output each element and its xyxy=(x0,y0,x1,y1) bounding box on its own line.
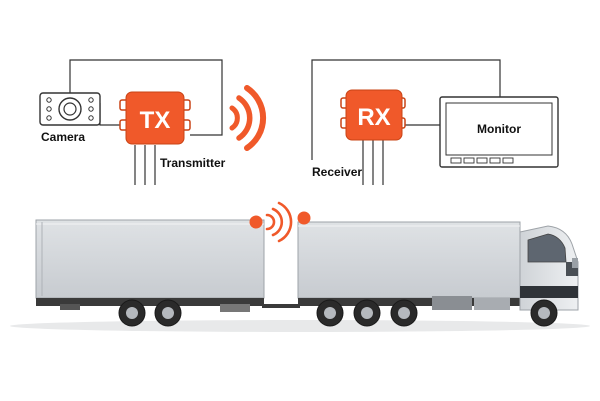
camera-icon xyxy=(39,92,101,126)
monitor-label: Monitor xyxy=(477,122,521,136)
wireless-signal-icon xyxy=(265,201,293,243)
transmitter-box: TX xyxy=(119,91,191,145)
truck-tx-marker xyxy=(249,215,263,229)
monitor-icon: Monitor xyxy=(439,96,559,168)
truck-rx-marker xyxy=(297,211,311,225)
tx-label: TX xyxy=(140,107,171,134)
transmitter-label: Transmitter xyxy=(160,156,226,170)
rx-label: RX xyxy=(357,104,390,131)
receiver-box: RX xyxy=(340,89,406,141)
receiver-label: Receiver xyxy=(312,165,362,179)
camera-label: Camera xyxy=(41,130,85,144)
wireless-signal-icon xyxy=(229,85,267,151)
truck-illustration xyxy=(10,219,590,332)
rx-wiring xyxy=(311,59,501,185)
